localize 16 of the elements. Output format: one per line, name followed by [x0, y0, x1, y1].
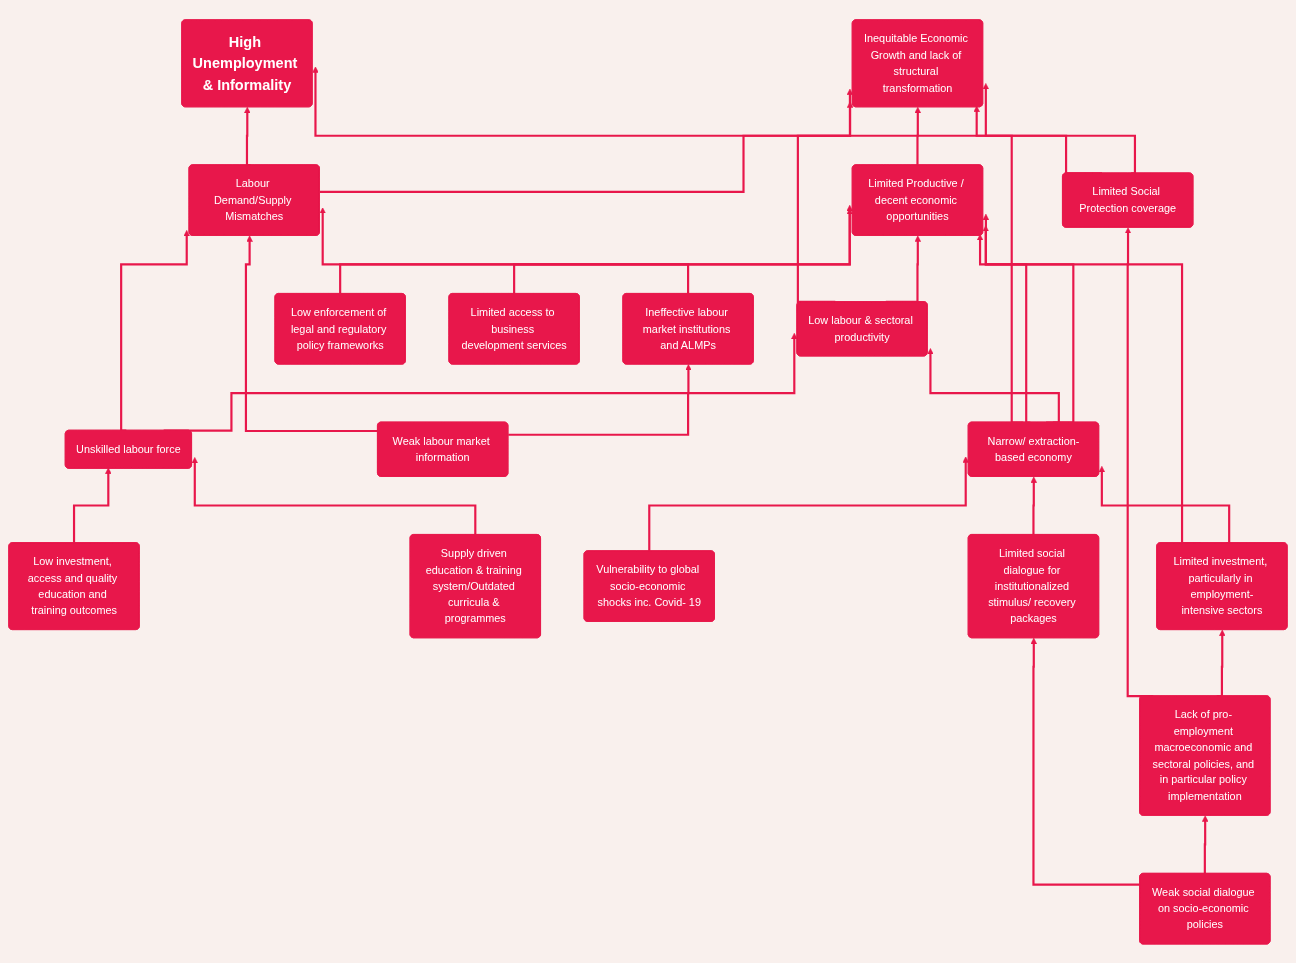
- arrow: [339, 204, 853, 295]
- arrow: [648, 456, 969, 552]
- arrow: [244, 106, 251, 166]
- arrow: [1098, 465, 1231, 544]
- arrow: [1030, 476, 1037, 536]
- arrow: [508, 363, 692, 436]
- arrow: [1216, 629, 1226, 697]
- arrow: [72, 467, 112, 544]
- arrow: [191, 456, 477, 536]
- arrow: [319, 206, 690, 295]
- arrow: [982, 82, 1137, 174]
- arrow: [1030, 637, 1140, 886]
- arrow: [914, 106, 921, 166]
- arrow: [244, 235, 378, 432]
- arrow: [319, 88, 854, 193]
- arrow: [796, 101, 854, 303]
